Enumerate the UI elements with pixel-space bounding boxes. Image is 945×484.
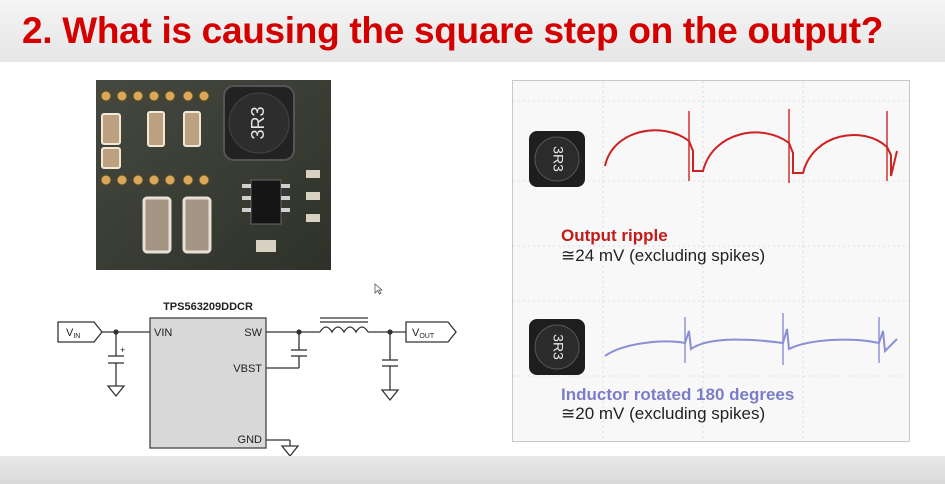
vout-port-icon: [405, 321, 457, 343]
inductor-icon-bottom: 3R3: [529, 319, 585, 375]
output-ripple-trace: [604, 129, 898, 177]
vout-label: VOUT: [412, 327, 435, 340]
svg-text:3R3: 3R3: [550, 146, 566, 172]
vin-label: VIN: [66, 327, 80, 340]
ground-icon-input: [106, 385, 126, 398]
rotated-inductor-value: ≅20 mV (excluding spikes): [561, 404, 766, 423]
rotated-inductor-trace: [604, 328, 898, 357]
title-bar: 2. What is causing the square step on th…: [0, 0, 945, 62]
bottom-bar: [0, 456, 945, 484]
mouse-cursor-icon: [374, 283, 384, 295]
pin-sw: SW: [244, 327, 262, 339]
scope-traces: 3R3 3R3: [513, 81, 909, 441]
pcb-photo: 3R3: [96, 80, 331, 270]
output-ripple-value: ≅24 mV (excluding spikes): [561, 246, 766, 265]
vin-port-icon: [57, 321, 103, 343]
inductor-icon-top: 3R3: [529, 131, 585, 187]
inductor-symbol: [319, 326, 369, 334]
rotated-inductor-caption: Inductor rotated 180 degrees: [561, 385, 795, 404]
ic-package: [149, 317, 267, 449]
part-number: TPS563209DDCR: [163, 301, 253, 313]
svg-text:3R3: 3R3: [550, 334, 566, 360]
pin-gnd: GND: [238, 434, 263, 446]
inductor-marking-photo: 3R3: [248, 106, 268, 139]
pin-vbst: VBST: [233, 363, 262, 375]
buck-converter-schematic: TPS563209DDCR VIN SW VBST GND + VIN VOUT: [57, 301, 457, 458]
scope-panel: 3R3 3R3 Output ripple ≅24 mV (excluding …: [512, 80, 910, 442]
ground-icon-ic: [280, 445, 300, 458]
ground-icon-output: [380, 389, 400, 402]
pin-vin: VIN: [154, 327, 172, 339]
output-ripple-caption: Output ripple: [561, 226, 668, 245]
slide-title: 2. What is causing the square step on th…: [22, 10, 884, 51]
cap-polarity: +: [120, 345, 125, 355]
